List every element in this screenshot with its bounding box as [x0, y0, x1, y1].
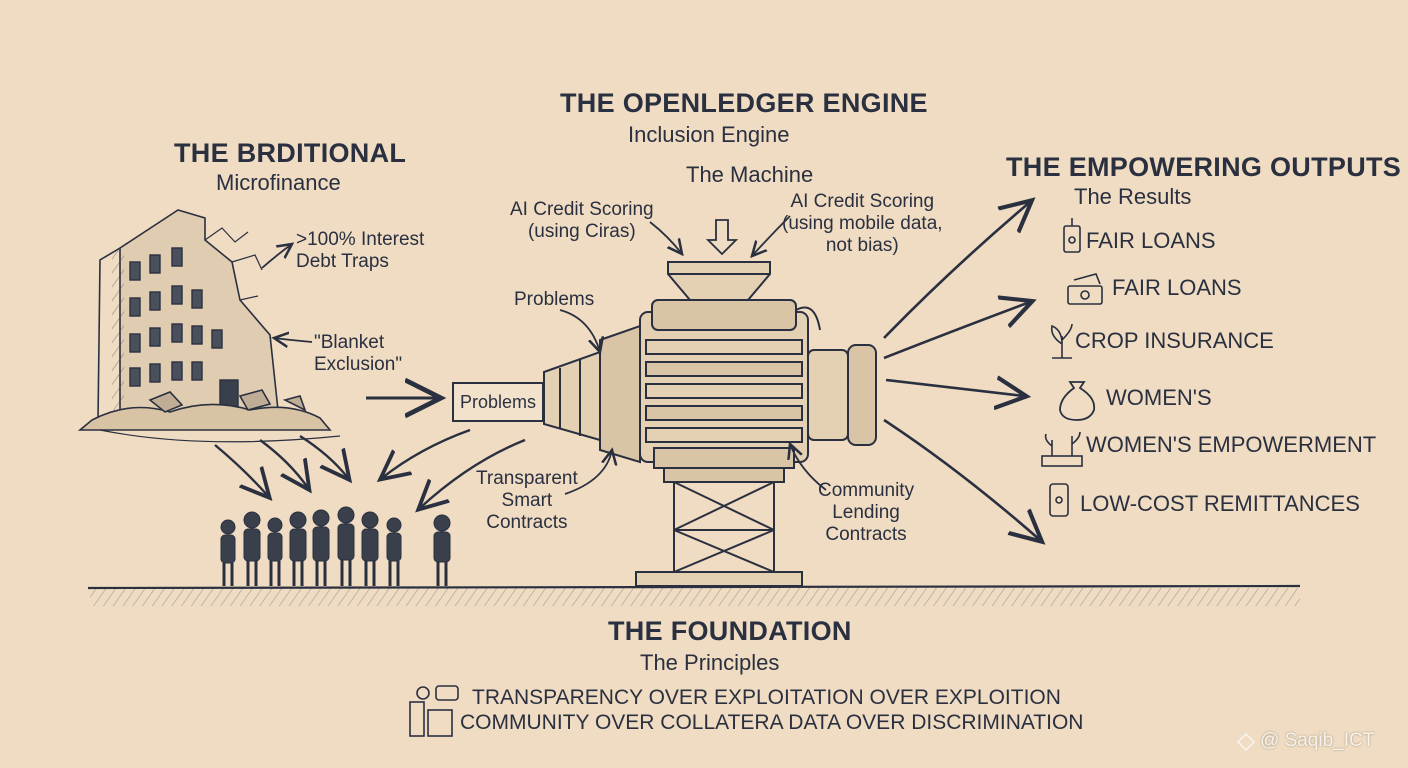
machine-label: The Machine — [686, 162, 814, 187]
crumbling-building — [77, 209, 341, 443]
outputs-subtitle: The Results — [1074, 184, 1192, 209]
output-item: WOMEN'S EMPOWERMENT — [1086, 432, 1377, 457]
output-item: WOMEN'S — [1106, 385, 1212, 410]
crowd-arrows — [214, 428, 526, 508]
machine-label-arrows — [261, 215, 827, 495]
issue-blanket-exclusion: "Blanket Exclusion" — [314, 332, 403, 375]
crowd — [220, 506, 451, 586]
engine-title: THE OPENLEDGER ENGINE — [560, 88, 928, 118]
principles-line-2: COMMUNITY OVER COLLATERA DATA OVER DISCR… — [460, 711, 1084, 734]
plants-icon — [1041, 431, 1083, 467]
output-item: LOW-COST REMITTANCES — [1080, 491, 1360, 516]
engine-machine — [543, 261, 877, 587]
output-arrows — [883, 202, 1040, 540]
watermark: @ Saqib_ICT — [1260, 730, 1375, 751]
output-item: CROP INSURANCE — [1075, 328, 1274, 353]
traditional-title: THE BRDITIONAL — [174, 138, 407, 168]
engine-subtitle: Inclusion Engine — [628, 122, 790, 147]
output-item: FAIR LOANS — [1112, 275, 1242, 300]
cash-icon — [1067, 273, 1103, 305]
down-arrow-icon — [705, 219, 739, 256]
issue-debt-traps: >100% Interest Debt Traps — [296, 229, 425, 272]
ground — [87, 584, 1301, 606]
problems-box: Problems — [452, 382, 544, 422]
principles-line-1: TRANSPARENCY OVER EXPLOITATION OVER EXPL… — [472, 686, 1061, 709]
traditional-subtitle: Microfinance — [216, 170, 341, 195]
foundation-subtitle: The Principles — [640, 650, 780, 675]
output-item: FAIR LOANS — [1086, 228, 1216, 253]
phone-icon — [1063, 218, 1081, 253]
money-bag-icon — [1059, 381, 1096, 421]
principles-icon — [409, 685, 459, 737]
ai-scoring-left: AI Credit Scoring (using Ciras) — [510, 199, 654, 242]
mobile-icon — [1049, 483, 1069, 517]
foundation-title: THE FOUNDATION — [608, 616, 852, 646]
watermark-icon — [1236, 732, 1256, 752]
problems-label: Problems — [514, 289, 595, 310]
outputs-title: THE EMPOWERING OUTPUTS — [1006, 152, 1402, 182]
lending-contracts-label: Community Lending Contracts — [818, 480, 915, 545]
sprout-icon — [1050, 323, 1073, 359]
ai-scoring-right: AI Credit Scoring (using mobile data, no… — [782, 191, 943, 256]
smart-contracts-label: Transparent Smart Contracts — [476, 468, 578, 533]
